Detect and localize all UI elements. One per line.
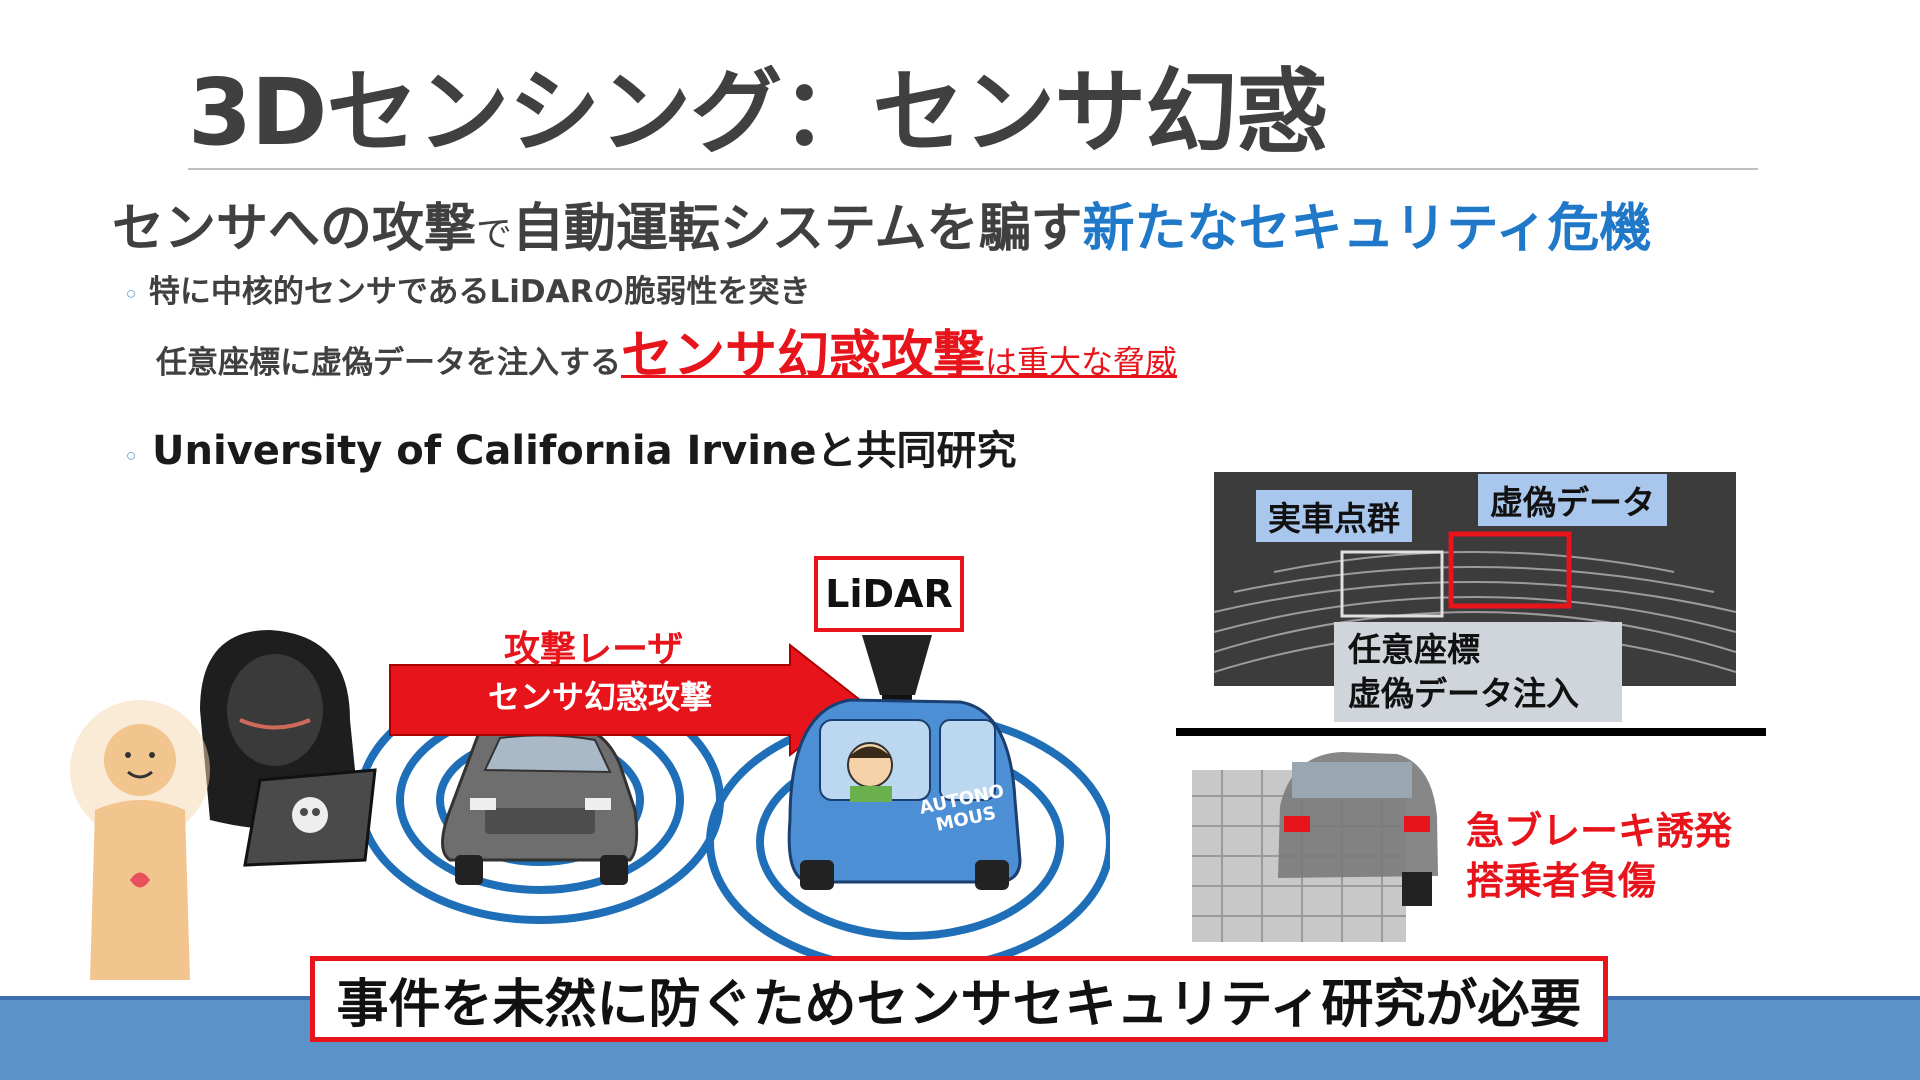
injection-line2: 虚偽データ注入 [1348,674,1579,713]
real-point-cloud-tag: 実車点群 [1256,490,1412,542]
conclusion-box: 事件を未然に防ぐためセンサセキュリティ研究が必要 [310,956,1608,1042]
bullet-marker: ◦ [124,283,139,308]
brake-scene-icon [1192,752,1438,942]
victim-figure-icon [70,700,210,980]
fake-data-tag: 虚偽データ [1478,474,1667,526]
bullet-1: ◦ 特に中核的センサであるLiDARの脆弱性を突き 任意座標に虚偽データを注入す… [124,262,1177,393]
autonomous-car-icon [787,698,1022,890]
consequence-text: 急ブレーキ誘発 搭乗者負傷 [1466,806,1732,906]
bullet-marker: ◦ [124,445,139,470]
injection-tag: 任意座標 虚偽データ注入 [1334,622,1622,722]
headline: センサへの攻撃で自動運転システムを騙す新たなセキュリティ危機 [112,186,1651,261]
bullet-1-line2: 任意座標に虚偽データを注入するセンサ幻惑攻撃は重大な脅威 [124,326,1177,393]
bullet-1-line2c: は重大な脅威 [985,343,1178,381]
lidar-sensor-icon [862,635,932,707]
bullet-2: ◦ University of California Irvineと共同研究 [124,418,1017,476]
headline-part4: 新たなセキュリティ危機 [1082,199,1652,259]
bullet-1-highlight: センサ幻惑攻撃 [621,326,986,386]
attack-label: センサ幻惑攻撃 [488,678,713,716]
headline-part2: で [476,214,513,255]
title-divider [188,168,1758,170]
panel-separator [1176,728,1766,736]
lidar-label: LiDAR [814,556,964,632]
headline-part1: センサへの攻撃 [112,199,477,259]
hacker-icon [200,630,377,867]
bullet-2-text: University of California Irvineと共同研究 [152,428,1017,474]
attack-illustration [70,630,1110,980]
headline-part3: 自動運転システムを騙す [512,199,1083,259]
bullet-1-line2a: 任意座標に虚偽データを注入する [156,345,621,381]
laser-label: 攻撃レーザ [504,629,684,670]
bullet-1-line1: 特に中核的センサであるLiDARの脆弱性を突き [148,274,811,310]
gray-car-icon [441,721,639,885]
injection-line1: 任意座標 [1348,630,1480,669]
consequence-line1: 急ブレーキ誘発 [1466,809,1733,853]
slide-title: 3Dセンシング：センサ幻惑 [188,59,1328,166]
consequence-line2: 搭乗者負傷 [1466,859,1657,903]
